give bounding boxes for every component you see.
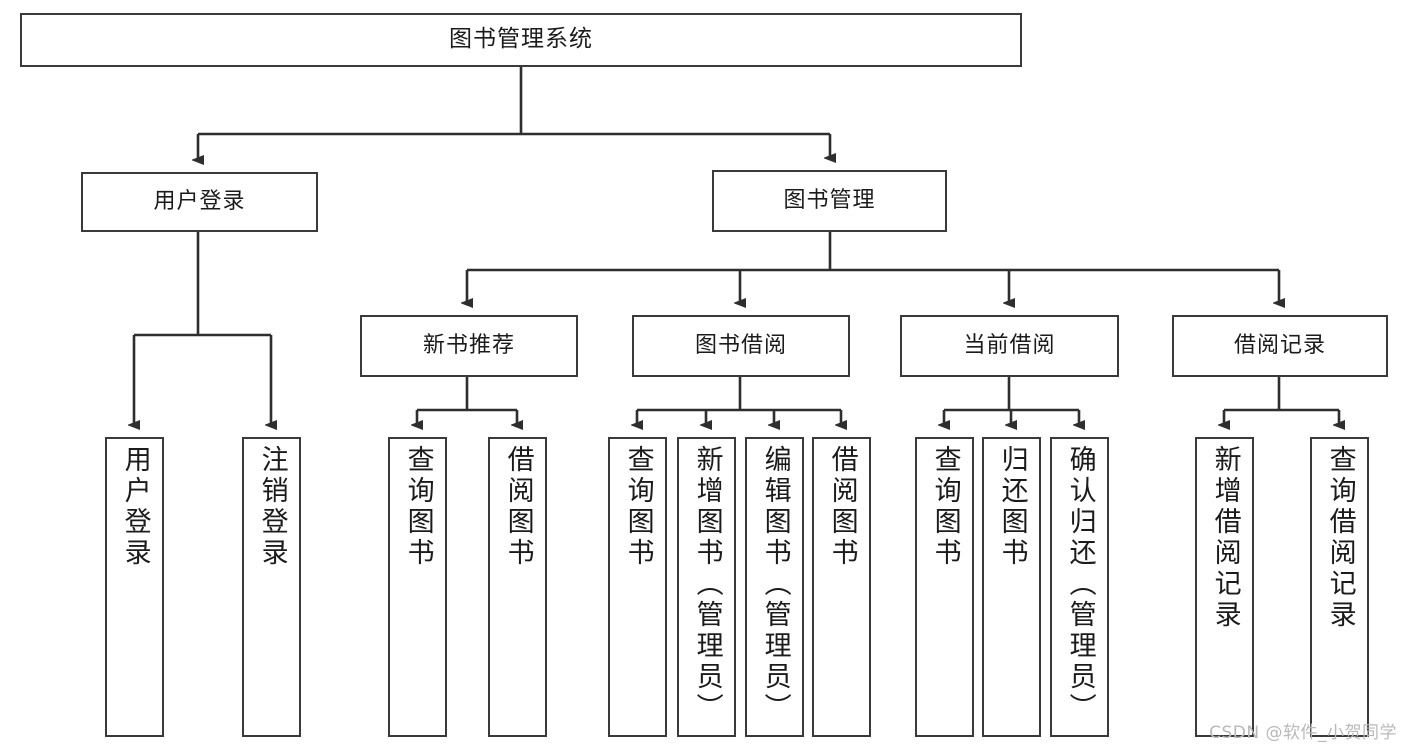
watermark: CSDN @软件_小贺同学 (1209, 723, 1397, 743)
leaf-label: 查询图书 (622, 445, 654, 569)
leaf-borrow-edit-book-admin[interactable]: 编辑图书（管理员） (745, 437, 804, 737)
node-current-borrow-label: 当前借阅 (963, 333, 1056, 359)
leaf-label: 编辑图书（管理员） (759, 445, 791, 724)
leaf-label: 注销登录 (256, 445, 288, 569)
node-current-borrow[interactable]: 当前借阅 (900, 315, 1119, 377)
leaf-label: 查询图书 (929, 445, 961, 569)
leaf-current-query-book[interactable]: 查询图书 (915, 437, 974, 737)
node-book-management-label: 图书管理 (783, 188, 876, 214)
leaf-label: 归还图书 (996, 445, 1028, 569)
leaf-label: 新增图书（管理员） (691, 445, 723, 724)
node-new-book-recommend-label: 新书推荐 (422, 333, 515, 359)
node-user-login[interactable]: 用户登录 (81, 172, 318, 232)
node-book-management[interactable]: 图书管理 (712, 170, 947, 232)
leaf-label: 查询借阅记录 (1324, 445, 1356, 631)
leaf-recommend-borrow-book[interactable]: 借阅图书 (488, 437, 547, 737)
node-root[interactable]: 图书管理系统 (20, 13, 1022, 67)
leaf-borrow-borrow-book[interactable]: 借阅图书 (812, 437, 871, 737)
node-root-label: 图书管理系统 (449, 26, 593, 53)
node-borrow-record-label: 借阅记录 (1233, 333, 1326, 359)
node-borrow-record[interactable]: 借阅记录 (1172, 315, 1388, 377)
leaf-record-add-record[interactable]: 新增借阅记录 (1195, 437, 1254, 737)
node-new-book-recommend[interactable]: 新书推荐 (360, 315, 578, 377)
node-user-login-label: 用户登录 (153, 189, 246, 215)
leaf-label: 借阅图书 (826, 445, 858, 569)
leaf-borrow-query-book[interactable]: 查询图书 (608, 437, 667, 737)
leaf-current-return-book[interactable]: 归还图书 (982, 437, 1041, 737)
leaf-label: 借阅图书 (502, 445, 534, 569)
leaf-user-login-logout[interactable]: 注销登录 (242, 437, 301, 737)
node-book-borrow-label: 图书借阅 (694, 333, 787, 359)
leaf-label: 用户登录 (119, 445, 151, 569)
node-book-borrow[interactable]: 图书借阅 (632, 315, 850, 377)
leaf-recommend-query-book[interactable]: 查询图书 (388, 437, 447, 737)
leaf-record-query-record[interactable]: 查询借阅记录 (1310, 437, 1369, 737)
leaf-label: 查询图书 (402, 445, 434, 569)
leaf-borrow-add-book-admin[interactable]: 新增图书（管理员） (677, 437, 736, 737)
leaf-user-login-login[interactable]: 用户登录 (105, 437, 164, 737)
leaf-label: 确认归还（管理员） (1064, 445, 1096, 724)
leaf-label: 新增借阅记录 (1209, 445, 1241, 631)
leaf-current-confirm-return-admin[interactable]: 确认归还（管理员） (1050, 437, 1109, 737)
